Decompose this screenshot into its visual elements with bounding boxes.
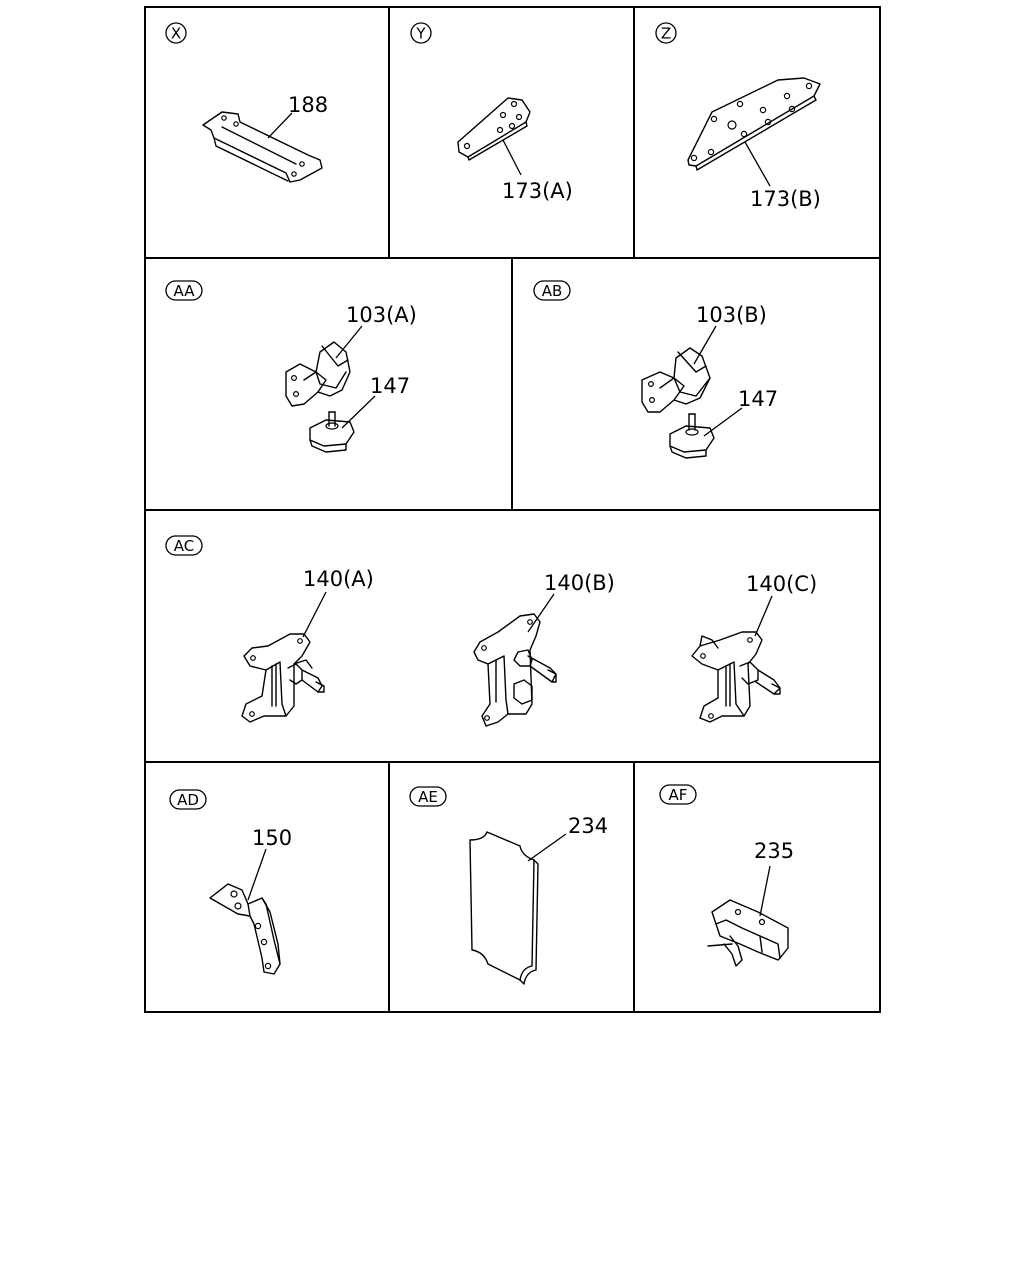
callout-140c-leader (754, 595, 773, 637)
callout-103b-leader (693, 325, 717, 365)
cell-af: AF 235 (659, 784, 794, 967)
callout-173a-leader (502, 139, 522, 176)
cell-ad-badge: AD (169, 789, 207, 810)
cell-z-badge: Z (655, 22, 677, 44)
cell-ac-badge: AC (165, 535, 203, 556)
callout-173a: 173(A) (502, 179, 573, 203)
bracket-140c-drawing (691, 631, 781, 723)
cell-ac: AC 140(A) (165, 535, 817, 727)
cell-ab-label: AB (542, 282, 563, 300)
callout-140a: 140(A) (303, 567, 374, 591)
callout-235-leader (759, 865, 771, 917)
callout-103b: 103(B) (696, 303, 767, 327)
callout-140a-leader (302, 591, 327, 638)
cell-af-label: AF (669, 786, 688, 804)
callout-173b: 173(B) (750, 187, 821, 211)
cell-y: Y 173(A) (410, 22, 573, 203)
cell-ab-badge: AB (533, 280, 571, 301)
bracket-140a-drawing (241, 633, 325, 723)
cell-z: Z 173(B) (655, 22, 821, 211)
cell-y-label: Y (415, 25, 426, 43)
cell-z-label: Z (661, 25, 671, 43)
cell-ae-label: AE (418, 788, 438, 806)
cell-x: X 188 (165, 22, 328, 183)
callout-235: 235 (754, 839, 794, 863)
grid-frame (144, 6, 881, 1013)
callout-147-ab: 147 (738, 387, 778, 411)
cell-ae: AE 234 (409, 786, 608, 985)
callout-147-leader-aa (341, 395, 376, 429)
cell-ae-badge: AE (409, 786, 447, 807)
bracket-188-drawing (202, 111, 323, 183)
callout-188-leader (267, 112, 293, 139)
cell-ad: AD 150 (169, 789, 292, 975)
callout-140b: 140(B) (544, 571, 615, 595)
mount-147-aa-drawing (309, 411, 355, 453)
cell-x-badge: X (165, 22, 187, 44)
callout-150-leader (247, 848, 267, 901)
callout-140c: 140(C) (746, 572, 817, 596)
cell-ac-label: AC (174, 537, 194, 555)
cell-x-label: X (171, 25, 181, 43)
callout-173b-leader (744, 141, 771, 187)
cell-aa-label: AA (174, 282, 196, 300)
bracket-140b-drawing (473, 613, 557, 727)
plate-173b-drawing (687, 77, 821, 171)
callout-140b-leader (527, 593, 555, 633)
cell-ab: AB 103(B) 147 (533, 280, 778, 459)
cell-ad-label: AD (177, 791, 199, 809)
plate-173a-drawing (457, 97, 531, 161)
cell-aa-badge: AA (165, 280, 203, 301)
bracket-103a-drawing (285, 341, 351, 407)
callout-103a: 103(A) (346, 303, 417, 327)
cell-aa: AA 103(A) 147 (165, 280, 417, 453)
cell-af-badge: AF (659, 784, 697, 805)
bracket-235-drawing (707, 899, 789, 967)
callout-103a-leader-aa (335, 325, 363, 359)
callout-234-leader (527, 833, 567, 862)
callout-147-leader-ab (703, 407, 743, 437)
callout-147-aa: 147 (370, 374, 410, 398)
callout-188: 188 (288, 93, 328, 117)
bracket-150-drawing (209, 883, 281, 975)
plate-234-drawing (469, 831, 539, 985)
bracket-103b-drawing (641, 347, 711, 413)
mount-147-ab-drawing (669, 413, 715, 459)
callout-150: 150 (252, 826, 292, 850)
cell-y-badge: Y (410, 22, 432, 44)
callout-234: 234 (568, 814, 608, 838)
